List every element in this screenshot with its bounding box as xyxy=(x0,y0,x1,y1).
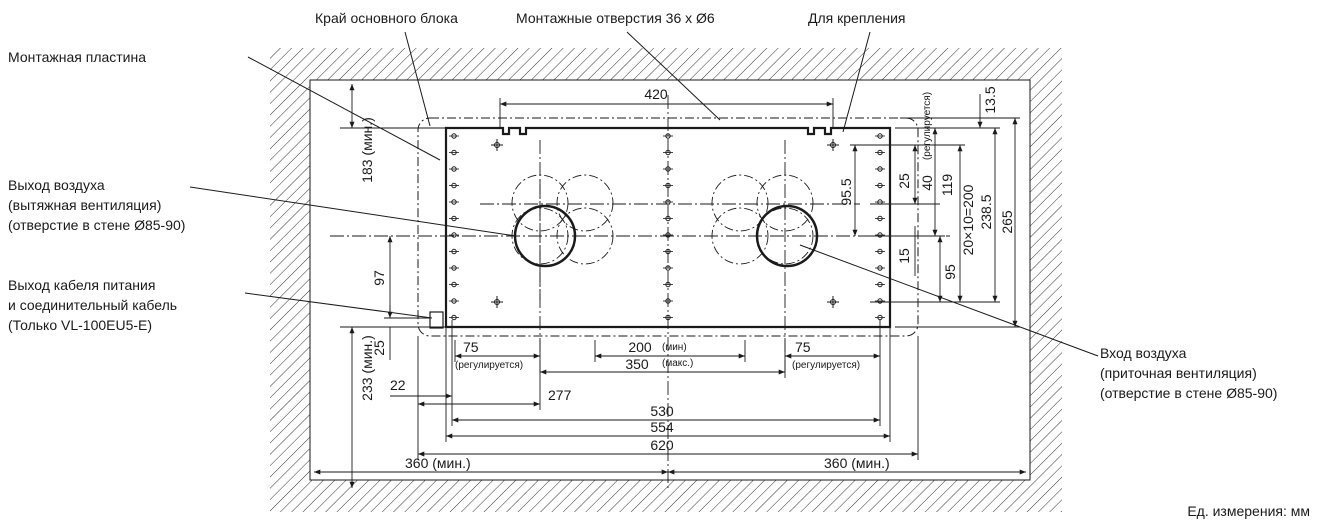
dim-min: (мин) xyxy=(662,342,687,353)
label-exhaust-1: Выход воздуха xyxy=(8,177,105,193)
label-cable-2: и соединительный кабель xyxy=(8,297,177,313)
dim-13-5: 13.5 xyxy=(982,86,998,113)
dim-adj-left: (регулируется) xyxy=(455,360,523,371)
dim-183: 183 (мин.) xyxy=(359,117,375,183)
label-exhaust-2: (вытяжная вентиляция) xyxy=(8,197,161,213)
dim-95: 95 xyxy=(942,264,958,280)
intake-hole xyxy=(755,204,819,268)
dim-554: 554 xyxy=(650,419,674,435)
leader-lines xyxy=(189,31,1099,357)
mounting-plate xyxy=(444,126,892,329)
dim-75-left: 75 xyxy=(463,339,479,355)
cable-cutout xyxy=(429,311,444,329)
dim-360-right: 360 (мин.) xyxy=(824,455,890,471)
dim-200: 200 xyxy=(628,339,652,355)
dim-max: (макс.) xyxy=(662,358,693,369)
label-mounting-holes: Монтажные отверстия 36 x Ø6 xyxy=(516,10,715,26)
dim-420: 420 xyxy=(644,86,668,102)
dim-360-left: 360 (мин.) xyxy=(405,455,471,471)
dim-15: 15 xyxy=(896,248,912,264)
center-lines xyxy=(330,95,950,490)
mounting-holes xyxy=(449,133,885,321)
label-intake-2: (приточная вентиляция) xyxy=(1100,365,1257,381)
label-intake-3: (отверстие в стене Ø85-90) xyxy=(1100,385,1277,401)
label-intake-1: Вход воздуха xyxy=(1100,345,1187,361)
dimension-values: 420 13.5 40 (регулируется) 119 20×10=200… xyxy=(359,86,1015,471)
dim-530: 530 xyxy=(650,403,674,419)
label-mounting-plate: Монтажная пластина xyxy=(8,49,146,65)
dim-22: 22 xyxy=(390,377,406,393)
dim-adj-right: (регулируется) xyxy=(792,360,860,371)
dim-25-right: 25 xyxy=(896,173,912,189)
wall-hatching xyxy=(270,48,1062,512)
dim-350: 350 xyxy=(625,356,649,372)
dim-265: 265 xyxy=(999,210,1015,234)
dim-233: 233 (мин.) xyxy=(359,335,375,401)
label-cable-1: Выход кабеля питания xyxy=(8,277,155,293)
dim-277: 277 xyxy=(548,387,572,403)
dim-20x10: 20×10=200 xyxy=(960,184,976,255)
dim-620: 620 xyxy=(650,437,674,453)
dim-119: 119 xyxy=(939,174,955,197)
dim-25-left: 25 xyxy=(371,340,387,356)
dim-40: 40 xyxy=(919,175,935,191)
hole-positions xyxy=(511,174,814,265)
label-unit-edge: Край основного блока xyxy=(315,10,458,26)
dim-238-5: 238.5 xyxy=(978,194,994,229)
label-exhaust-3: (отверстие в стене Ø85-90) xyxy=(8,217,185,233)
label-units: Ед. измерения: мм xyxy=(1187,503,1310,519)
dimension-lines xyxy=(314,84,1026,488)
dim-95-5: 95.5 xyxy=(838,178,854,205)
callout-labels: Край основного блока Монтажные отверстия… xyxy=(8,10,1310,519)
dim-97: 97 xyxy=(371,270,387,286)
fixing-holes xyxy=(491,139,839,308)
label-cable-3: (Только VL-100EU5-E) xyxy=(8,317,152,333)
label-for-fixing: Для крепления xyxy=(808,10,906,26)
dim-40-note: (регулируется) xyxy=(922,92,933,160)
dim-75-right: 75 xyxy=(795,339,811,355)
